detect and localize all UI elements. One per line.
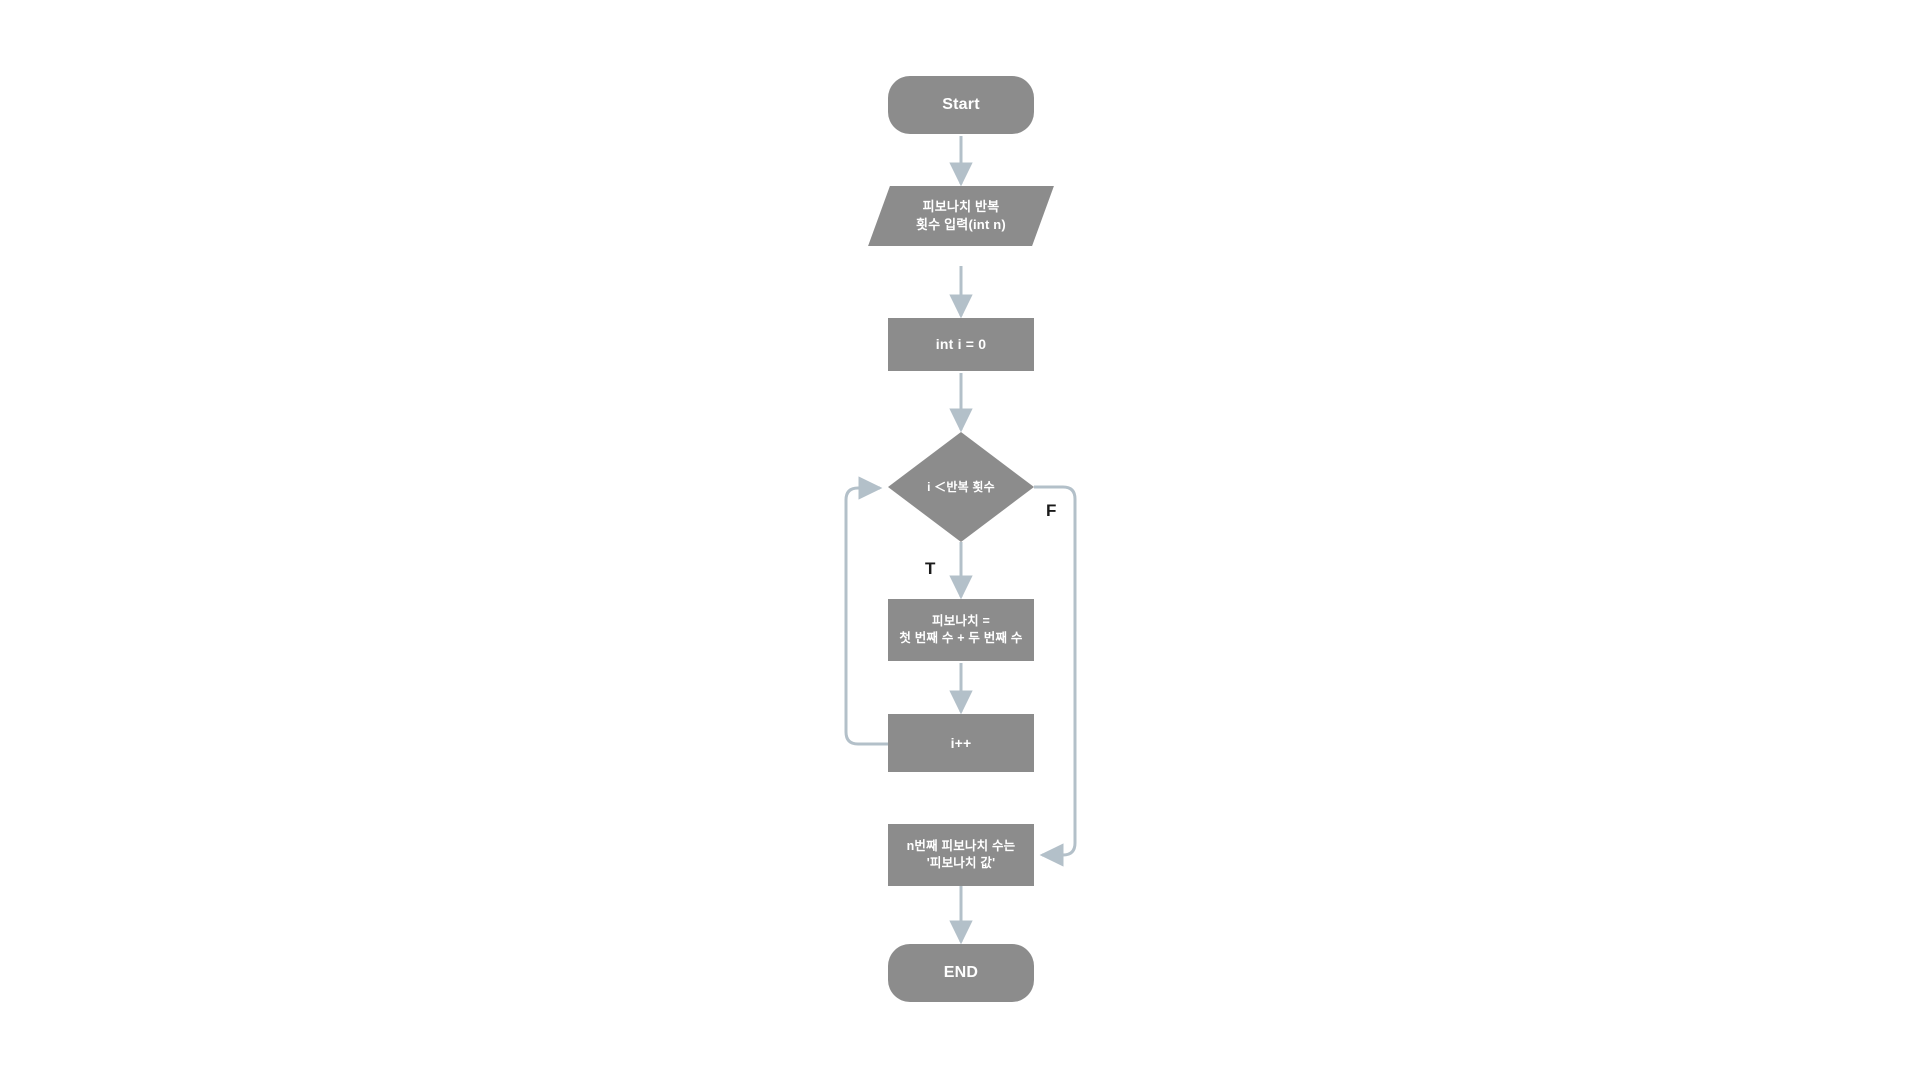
node-condition-label: i ＜반복 횟수 (927, 479, 995, 494)
node-condition[interactable]: i ＜반복 횟수 (888, 432, 1034, 542)
node-start-label: Start (942, 96, 980, 114)
node-input[interactable]: 피보나치 반복 횟수 입력(int n) (868, 186, 1054, 246)
node-end-label: END (943, 964, 979, 982)
node-input-label: 피보나치 반복 횟수 입력(int n) (916, 199, 1006, 232)
edge-condition-to-output-false (1034, 485, 1077, 867)
node-output-label: n번째 피보나치 수는 '피보나치 값' (906, 839, 1016, 870)
edge-increment-to-condition-loop (844, 476, 889, 746)
branch-label-false: F (1046, 501, 1057, 520)
node-output[interactable]: n번째 피보나치 수는 '피보나치 값' (888, 824, 1034, 886)
node-increment[interactable]: i++ (888, 714, 1034, 772)
node-start[interactable]: Start (888, 76, 1034, 134)
node-compute-label: 피보나치 = 첫 번째 수 + 두 번째 수 (899, 614, 1023, 645)
node-end[interactable]: END (888, 944, 1034, 1002)
node-increment-label: i++ (950, 734, 972, 751)
node-init[interactable]: int i = 0 (888, 318, 1034, 371)
node-init-label: int i = 0 (935, 336, 987, 353)
node-compute[interactable]: 피보나치 = 첫 번째 수 + 두 번째 수 (888, 599, 1034, 661)
branch-label-true: T (925, 559, 936, 578)
